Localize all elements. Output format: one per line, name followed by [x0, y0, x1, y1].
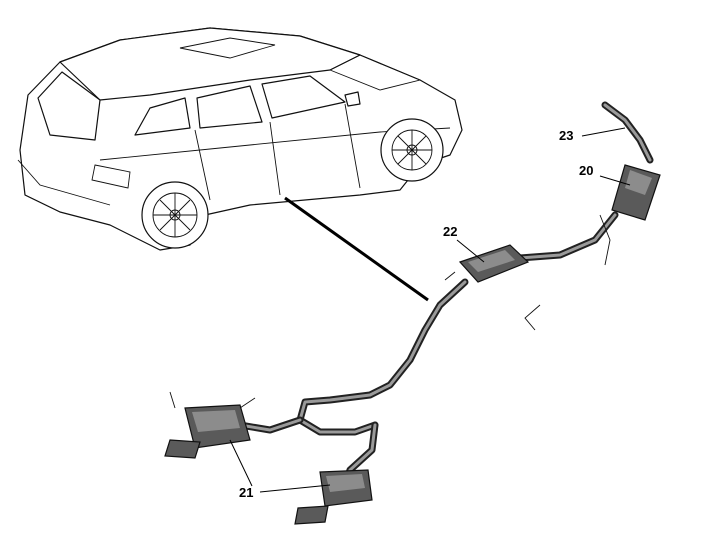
vehicle-rear-wheel — [141, 181, 209, 249]
vehicle-windshield — [328, 54, 422, 91]
callout-21-label: 21 — [239, 485, 253, 500]
vehicle-door-lines — [194, 103, 361, 201]
callout-21: 21 — [229, 439, 331, 500]
vehicle-sunroof — [179, 37, 276, 59]
vehicle-side-window-rear — [134, 97, 191, 136]
vehicle-tail-light — [91, 164, 131, 189]
callout-20-label: 20 — [579, 163, 593, 178]
exhaust-system — [164, 101, 661, 525]
vehicle-front-wheel — [380, 118, 444, 182]
vehicle-mirror — [344, 91, 361, 107]
vehicle-side-window-mid — [196, 85, 263, 129]
callout-23: 23 — [559, 127, 626, 143]
vehicle-pointer-line — [284, 196, 429, 302]
vehicle-rear-bumper — [17, 159, 111, 213]
sensor-wires — [169, 214, 611, 409]
callout-22-label: 22 — [443, 224, 457, 239]
vehicle-rear-window — [37, 71, 101, 141]
callout-23-label: 23 — [559, 128, 573, 143]
callout-22: 22 — [443, 224, 485, 263]
callout-20: 20 — [579, 163, 631, 186]
vehicle-illustration — [17, 27, 463, 251]
front-pipe — [601, 101, 654, 164]
vehicle-side-window-front — [261, 75, 346, 119]
tailpipe-left — [164, 439, 201, 459]
tailpipe-right — [294, 505, 329, 525]
